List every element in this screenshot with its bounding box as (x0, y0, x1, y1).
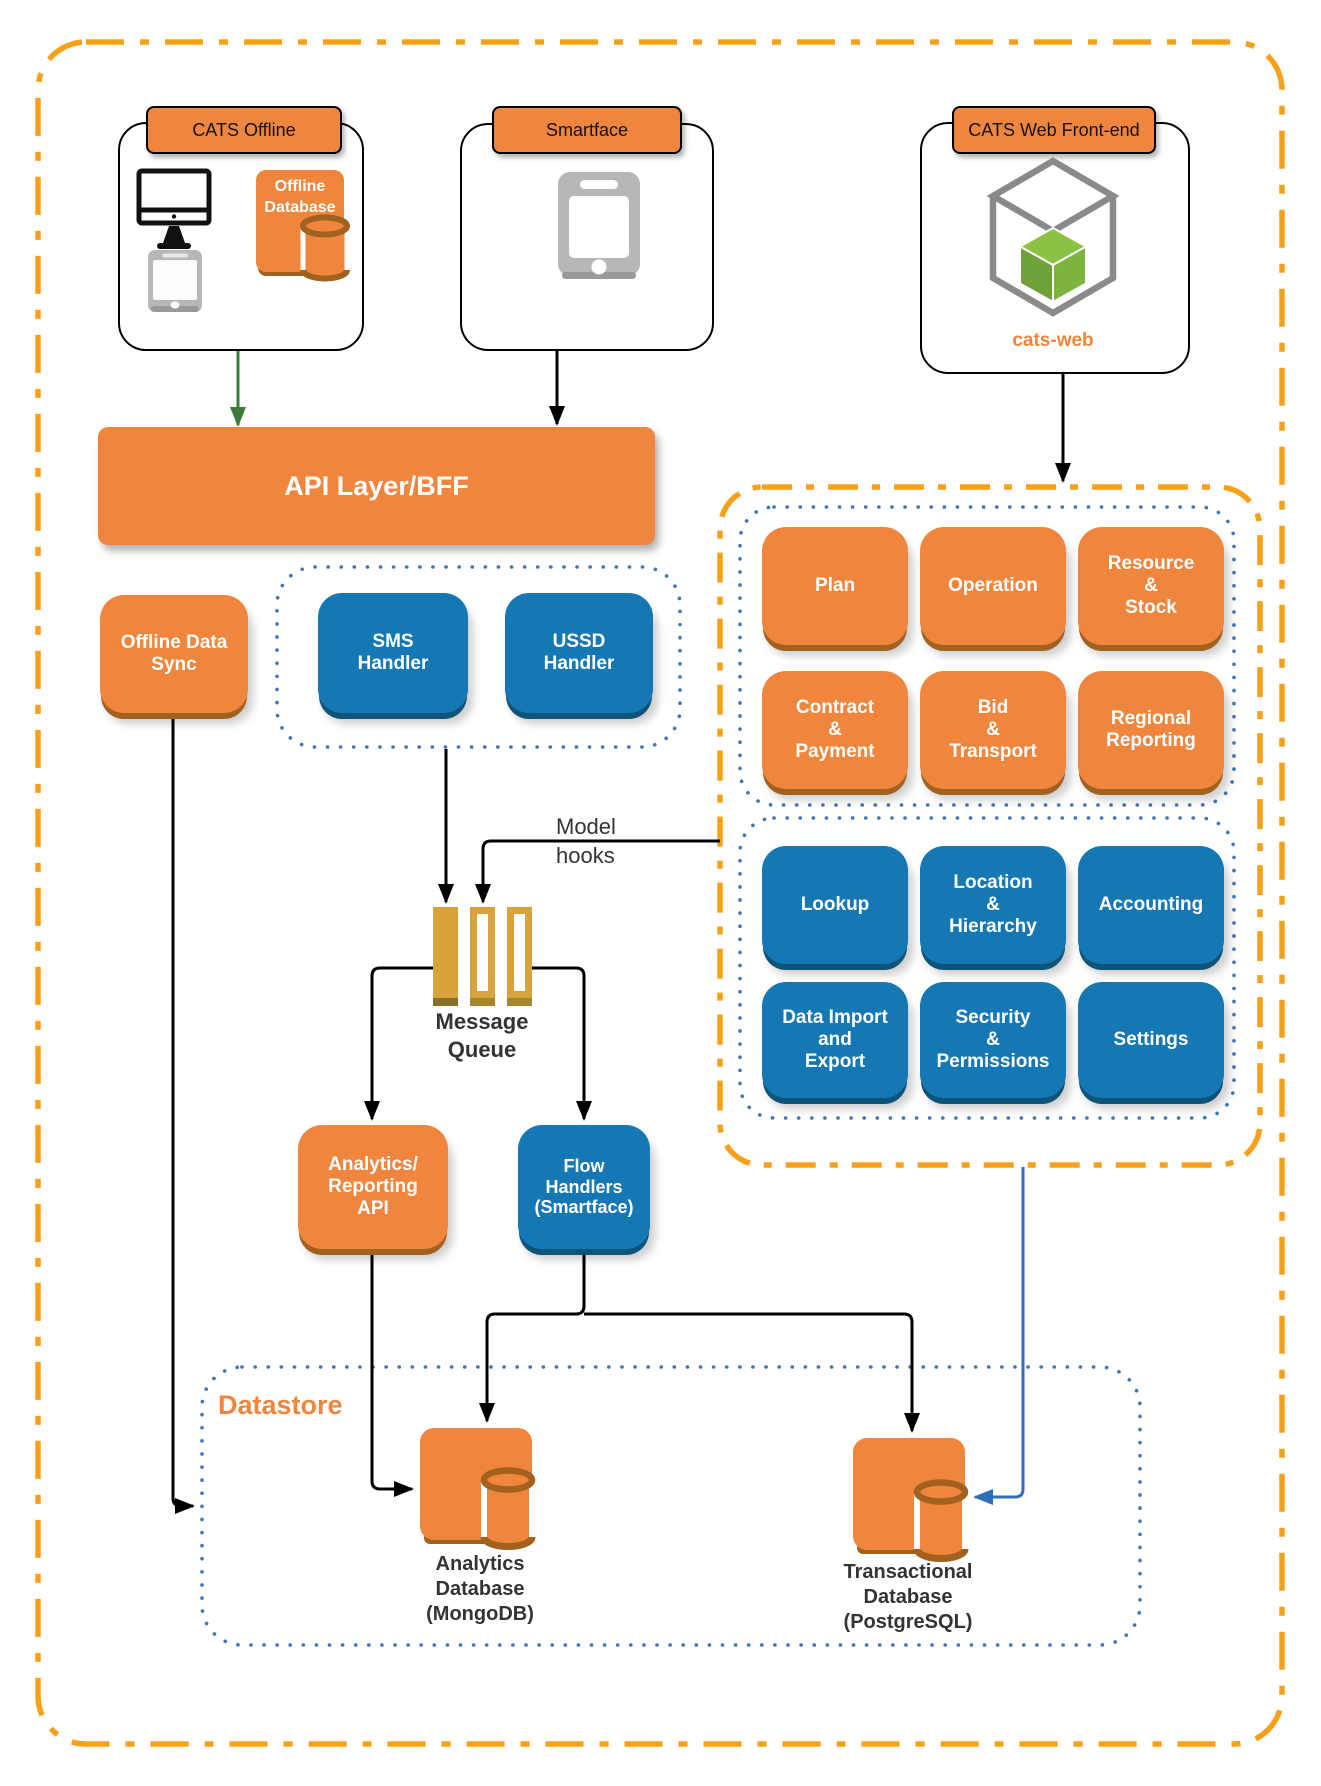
sms-handler: SMS Handler (318, 593, 468, 713)
offline-data-sync: Offline Data Sync (100, 595, 248, 713)
cats-web-package-cube-icon (986, 157, 1120, 317)
group-title-cats-web: CATS Web Front-end (952, 106, 1156, 154)
tablet-icon (148, 250, 202, 312)
connector-panel-to-postgres (973, 1167, 1025, 1505)
connector-queue-to-flow-handlers (532, 966, 592, 1121)
module-plan: Plan (762, 527, 908, 645)
group-title-smartface: Smartface (492, 106, 682, 154)
module-resource-stock: Resource & Stock (1078, 527, 1224, 645)
flow-handlers-smartface: Flow Handlers (Smartface) (518, 1125, 650, 1249)
model-hooks-label: Model hooks (556, 814, 616, 868)
message-queue-icon (433, 907, 532, 1006)
offline-database-icon: Offline Database (256, 170, 350, 282)
datastore-dotted-container (200, 1365, 1142, 1647)
module-contract-payment: Contract & Payment (762, 671, 908, 789)
module-lookup: Lookup (762, 846, 908, 964)
group-title-cats-offline: CATS Offline (146, 106, 342, 154)
outer-dashed-border (35, 39, 1285, 1747)
offline-database-cylinder (300, 214, 350, 282)
analytics-reporting-api: Analytics/ Reporting API (298, 1125, 448, 1249)
smartphone-icon (558, 172, 640, 279)
modules-panel-border (717, 484, 1263, 1168)
module-accounting: Accounting (1078, 846, 1224, 964)
api-layer-bff: API Layer/BFF (98, 427, 655, 545)
analytics-database-label: Analytics Database (MongoDB) (426, 1553, 534, 1625)
module-data-import-export: Data Import and Export (762, 982, 908, 1098)
cats-web-caption: cats-web (1012, 330, 1094, 351)
connector-analytics-api-to-mongodb (370, 1251, 414, 1497)
module-location-hierarchy: Location & Hierarchy (920, 846, 1066, 964)
connector-offline-sync-to-datastore (171, 715, 195, 1514)
module-security-permissions: Security & Permissions (920, 982, 1066, 1098)
analytics-database-icon (420, 1428, 536, 1550)
module-regional-reporting: Regional Reporting (1078, 671, 1224, 789)
connector-model-hooks (475, 839, 720, 904)
datastore-label: Datastore (218, 1390, 343, 1420)
connector-queue-to-analytics-api (364, 966, 433, 1121)
transactional-database-icon (853, 1438, 969, 1562)
module-settings: Settings (1078, 982, 1224, 1098)
ussd-handler: USSD Handler (505, 593, 653, 713)
offline-database-label: Offline Database (264, 178, 336, 216)
message-queue-label: Message Queue (435, 1009, 529, 1062)
module-bid-transport: Bid & Transport (920, 671, 1066, 789)
desktop-computer-icon (136, 168, 212, 249)
connector-flow-to-mongodb (479, 1251, 586, 1423)
connector-flow-to-postgres (584, 1312, 920, 1433)
module-operation: Operation (920, 527, 1066, 645)
transactional-database-label: Transactional Database (PostgreSQL) (843, 1561, 973, 1633)
